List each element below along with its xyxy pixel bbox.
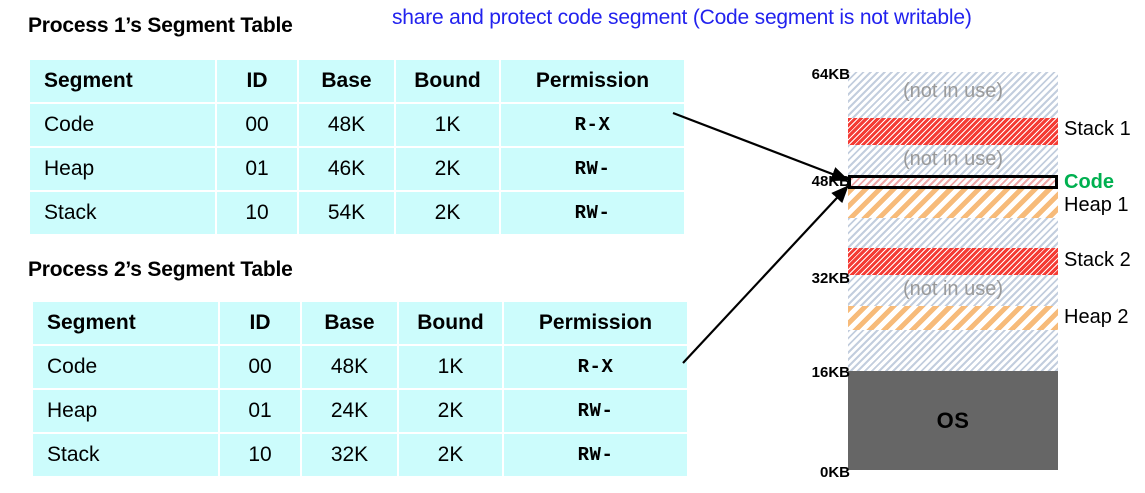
axis-label-16kb: 16KB: [811, 364, 850, 381]
cell-permission: RW-: [501, 192, 684, 234]
memory-region-free-mid-upper: [848, 145, 1058, 175]
column-header-bound: Bound: [396, 60, 499, 102]
table-row: Code 00 48K 1K R-X: [33, 346, 687, 388]
cell-segment: Code: [33, 346, 218, 388]
process1-segment-table: Segment ID Base Bound Permission Code 00…: [28, 58, 686, 236]
cell-base: 24K: [302, 390, 397, 432]
axis-label-64kb: 64KB: [811, 66, 850, 83]
cell-permission: R-X: [501, 104, 684, 146]
cell-bound: 1K: [399, 346, 502, 388]
column-header-base: Base: [302, 302, 397, 344]
table-header-row: Segment ID Base Bound Permission: [30, 60, 684, 102]
column-header-bound: Bound: [399, 302, 502, 344]
column-header-permission: Permission: [504, 302, 687, 344]
column-header-permission: Permission: [501, 60, 684, 102]
cell-bound: 2K: [396, 192, 499, 234]
cell-id: 01: [220, 390, 300, 432]
column-header-segment: Segment: [30, 60, 215, 102]
region-label-code: Code: [1064, 171, 1114, 193]
process2-segment-table: Segment ID Base Bound Permission Code 00…: [31, 300, 689, 478]
column-header-segment: Segment: [33, 302, 218, 344]
cell-segment: Stack: [30, 192, 215, 234]
table-row: Stack 10 32K 2K RW-: [33, 434, 687, 476]
arrow-process1-code: [672, 111, 850, 182]
memory-region-stack1: [848, 118, 1058, 145]
region-label-heap2: Heap 2: [1064, 306, 1129, 328]
column-header-base: Base: [299, 60, 394, 102]
cell-permission: R-X: [504, 346, 687, 388]
axis-label-32kb: 32KB: [811, 270, 850, 287]
cell-segment: Heap: [33, 390, 218, 432]
cell-id: 10: [217, 192, 297, 234]
physical-memory-column: (not in use) (not in use) (not in use) O…: [848, 72, 1058, 470]
cell-bound: 2K: [399, 434, 502, 476]
table-row: Stack 10 54K 2K RW-: [30, 192, 684, 234]
cell-permission: RW-: [504, 434, 687, 476]
cell-permission: RW-: [501, 148, 684, 190]
cell-base: 32K: [302, 434, 397, 476]
memory-region-stack2: [848, 248, 1058, 275]
axis-label-48kb: 48KB: [811, 173, 850, 190]
table-header-row: Segment ID Base Bound Permission: [33, 302, 687, 344]
cell-base: 48K: [299, 104, 394, 146]
memory-region-code-shared: [848, 175, 1058, 189]
region-label-stack2: Stack 2: [1064, 249, 1131, 271]
region-label-stack1: Stack 1: [1064, 118, 1131, 140]
cell-base: 48K: [302, 346, 397, 388]
cell-segment: Stack: [33, 434, 218, 476]
region-label-heap1: Heap 1: [1064, 194, 1129, 216]
cell-id: 10: [220, 434, 300, 476]
cell-base: 54K: [299, 192, 394, 234]
process2-table-title: Process 2’s Segment Table: [28, 258, 293, 281]
cell-id: 01: [217, 148, 297, 190]
cell-segment: Code: [30, 104, 215, 146]
cell-bound: 1K: [396, 104, 499, 146]
memory-region-free-mid: [848, 218, 1058, 248]
column-header-id: ID: [217, 60, 297, 102]
memory-region-heap2: [848, 306, 1058, 330]
memory-region-free-bottom: [848, 330, 1058, 371]
cell-bound: 2K: [396, 148, 499, 190]
column-header-id: ID: [220, 302, 300, 344]
cell-id: 00: [217, 104, 297, 146]
memory-region-heap1: [848, 189, 1058, 218]
cell-id: 00: [220, 346, 300, 388]
table-row: Code 00 48K 1K R-X: [30, 104, 684, 146]
cell-permission: RW-: [504, 390, 687, 432]
table-row: Heap 01 24K 2K RW-: [33, 390, 687, 432]
cell-bound: 2K: [399, 390, 502, 432]
memory-region-free-top: [848, 72, 1058, 118]
cell-segment: Heap: [30, 148, 215, 190]
os-label: OS: [936, 407, 970, 433]
cell-base: 46K: [299, 148, 394, 190]
process1-table-title: Process 1’s Segment Table: [28, 14, 293, 37]
blue-annotation-note: share and protect code segment (Code seg…: [392, 6, 972, 29]
memory-region-os: OS: [848, 371, 1058, 470]
axis-label-0kb: 0KB: [819, 464, 850, 481]
memory-region-free-lower-upper: [848, 275, 1058, 306]
table-row: Heap 01 46K 2K RW-: [30, 148, 684, 190]
